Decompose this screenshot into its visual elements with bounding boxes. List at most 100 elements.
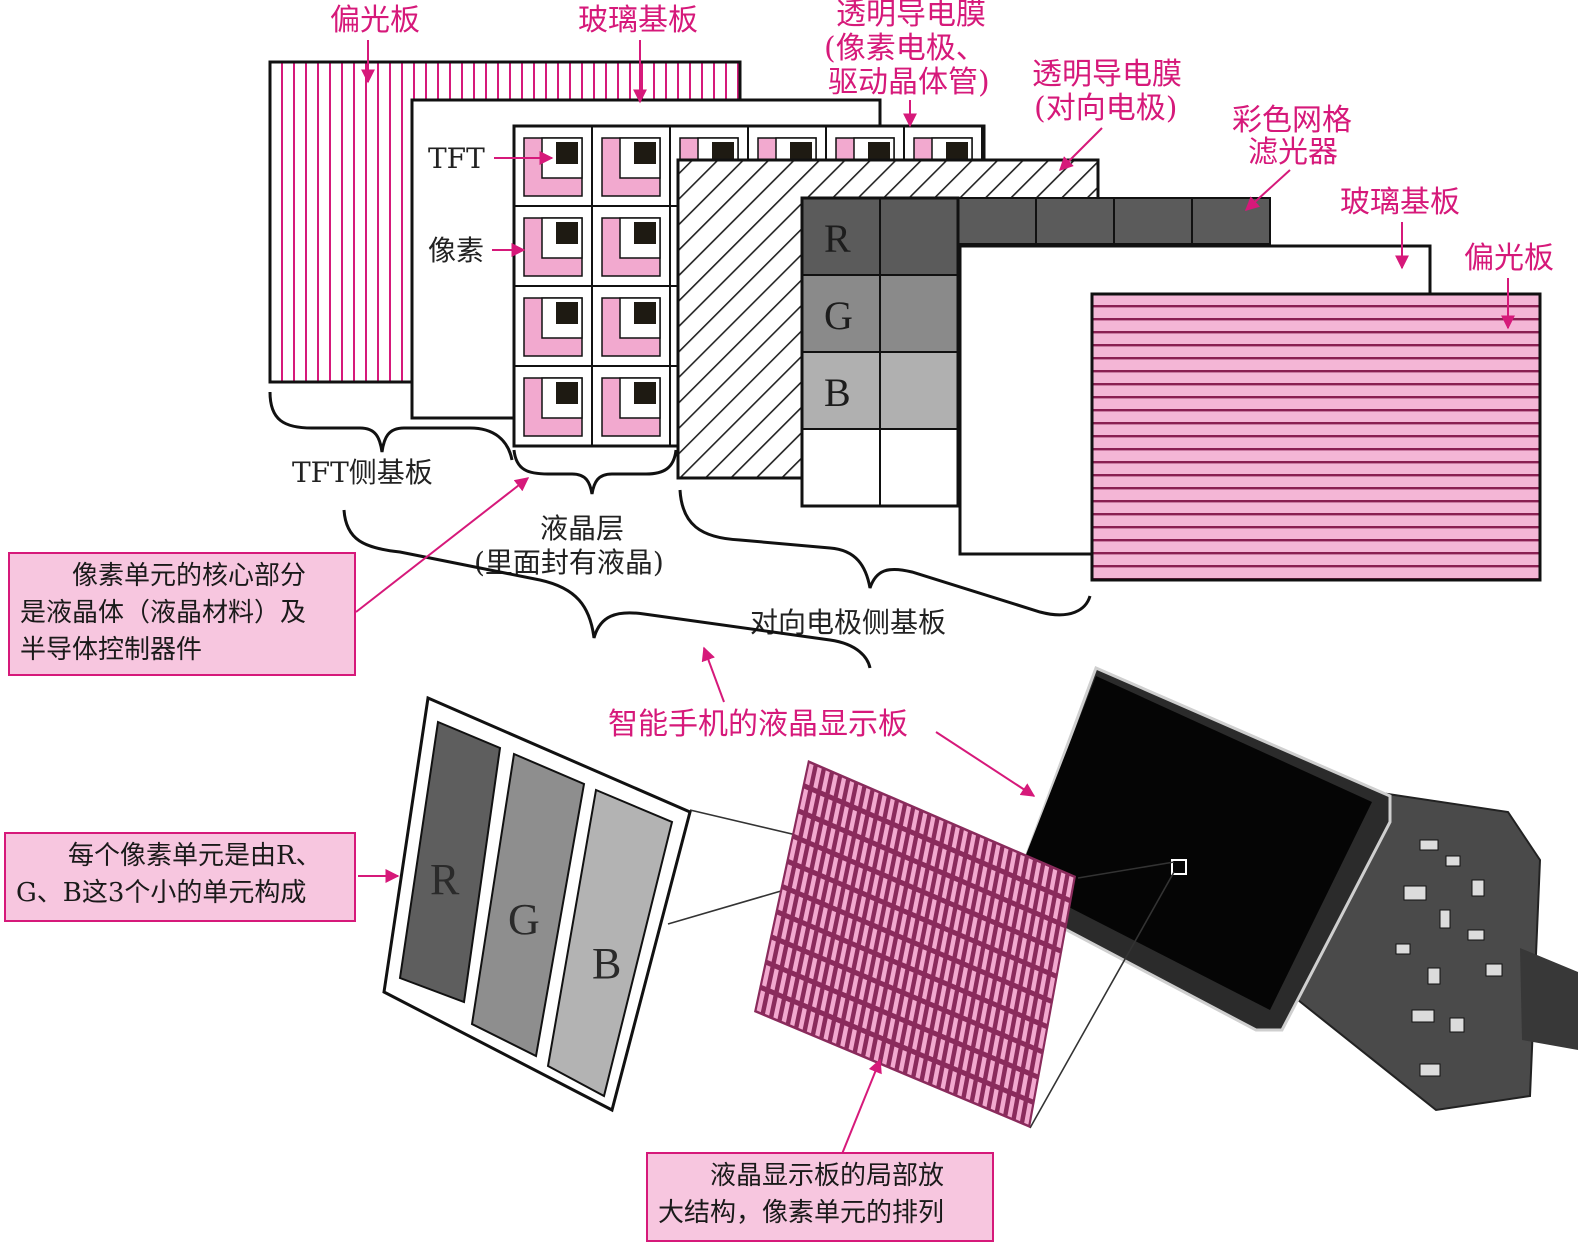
- mag-subpixel: [951, 963, 960, 986]
- mag-subpixel: [877, 931, 886, 954]
- mag-subpixel: [883, 989, 892, 1011]
- mag-subpixel: [923, 923, 932, 946]
- mag-subpixel: [849, 892, 858, 915]
- mag-subpixel: [808, 874, 817, 897]
- mag-subpixel: [1024, 1102, 1033, 1125]
- mag-subpixel: [787, 975, 796, 998]
- mag-subpixel: [990, 1088, 999, 1111]
- mag-subpixel: [845, 1000, 854, 1023]
- label-color-filter-line1: 彩色网格: [1232, 103, 1352, 138]
- mag-subpixel: [872, 956, 881, 979]
- filter-cell: [801, 428, 881, 507]
- mag-subpixel: [842, 971, 851, 994]
- mag-subpixel: [1023, 912, 1032, 935]
- mag-subpixel: [816, 795, 825, 818]
- mag-subpixel: [797, 925, 807, 948]
- mag-subpixel: [1052, 897, 1061, 920]
- mag-subpixel: [821, 853, 831, 875]
- mag-subpixel: [1029, 1023, 1038, 1046]
- mag-subpixel: [1012, 879, 1021, 902]
- filter-cell-r: [957, 197, 1037, 245]
- mag-subpixel: [839, 942, 848, 965]
- mag-subpixel: [836, 914, 845, 936]
- tft-transistor: [634, 382, 656, 404]
- mag-subpixel: [915, 920, 924, 943]
- mag-subpixel: [959, 830, 968, 853]
- mag-subpixel: [1030, 969, 1039, 992]
- mag-subpixel: [788, 838, 798, 861]
- mag-subpixel: [999, 1092, 1008, 1115]
- mag-subpixel: [870, 1010, 879, 1033]
- mag-subpixel: [827, 910, 837, 933]
- mag-subpixel: [868, 845, 877, 868]
- mag-subpixel: [812, 986, 821, 1009]
- mag-subpixel: [794, 896, 804, 919]
- lcd-screen: [1016, 676, 1372, 1010]
- tft-transistor: [634, 222, 656, 244]
- mag-subpixel: [803, 982, 813, 1005]
- filter-cell-r: [1113, 197, 1193, 245]
- mag-subpixel: [930, 844, 939, 867]
- mag-subpixel: [862, 870, 872, 893]
- pcb-component: [1471, 879, 1485, 897]
- mag-subpixel: [819, 906, 828, 929]
- mag-subpixel: [1051, 951, 1060, 974]
- filter-cell: [801, 351, 881, 430]
- mag-subpixel: [948, 1071, 957, 1093]
- mag-subpixel: [840, 1025, 849, 1048]
- mag-subpixel: [938, 984, 947, 1007]
- label-smartphone-lcd: 智能手机的液晶显示板: [608, 707, 908, 742]
- mag-subpixel: [843, 834, 852, 857]
- note-core-line1: 像素单元的核心部分: [72, 561, 307, 591]
- mag-subpixel: [893, 938, 903, 961]
- tft-transistor: [556, 222, 578, 244]
- mag-subpixel: [918, 949, 927, 972]
- label-glass-left: 玻璃基板: [578, 3, 698, 38]
- mag-subpixel: [857, 895, 867, 918]
- mag-subpixel: [1038, 1027, 1046, 1050]
- filter-cell-r: [1191, 197, 1271, 245]
- mag-subpixel: [863, 953, 873, 976]
- mag-subpixel: [968, 833, 977, 856]
- pcb-component: [1449, 1017, 1465, 1033]
- label-polarizer-left: 偏光板: [330, 3, 420, 38]
- mag-subpixel: [783, 864, 793, 887]
- mag-subpixel: [890, 909, 899, 932]
- mag-subpixel: [974, 1081, 983, 1104]
- mag-subpixel: [987, 869, 996, 892]
- label-tcf-pixel-line3: 驱动晶体管): [828, 65, 990, 100]
- mag-subpixel: [827, 827, 836, 850]
- mag-subpixel: [902, 805, 912, 828]
- mag-subpixel: [926, 952, 936, 975]
- mag-subpixel: [1057, 872, 1066, 895]
- mag-subpixel: [930, 981, 939, 1004]
- pcb-component: [1411, 1009, 1435, 1023]
- mag-subpixel: [910, 945, 919, 968]
- mag-subpixel: [813, 766, 822, 789]
- mag-subpixel: [756, 990, 766, 1013]
- mag-subpixel: [1014, 962, 1023, 985]
- mag-subpixel: [882, 1042, 891, 1065]
- label-tcf-counter-line2: (对向电极): [1034, 91, 1177, 126]
- mag-subpixel: [989, 952, 998, 974]
- mag-subpixel: [1020, 1073, 1029, 1096]
- label-tcf-pixel-line1: 透明导电膜: [836, 0, 986, 32]
- mag-subpixel: [876, 848, 885, 871]
- note-rgb-composition: 每个像素单元是由R、 G、B这3个小的单元构成: [4, 832, 356, 922]
- mag-subpixel: [958, 884, 967, 907]
- label-pixel: 像素: [428, 234, 484, 267]
- mag-subpixel: [814, 932, 823, 955]
- note-zoom-line2: 大结构，像素单元的排列: [658, 1198, 945, 1228]
- mag-subpixel: [833, 885, 842, 908]
- note-core-line2: 是液晶体（液晶材料）及: [20, 598, 307, 628]
- arrow-core-note: [355, 477, 530, 613]
- mag-subpixel: [1016, 854, 1025, 877]
- mag-subpixel: [931, 927, 940, 950]
- pcb-component: [1419, 1063, 1441, 1077]
- label-tcf-counter-line1: 透明导电膜: [1032, 57, 1182, 92]
- mag-subpixel: [970, 1052, 979, 1075]
- label-color-filter-line2: 滤光器: [1248, 135, 1338, 170]
- mag-subpixel: [994, 926, 1003, 949]
- polarizer-right-layer: [1090, 292, 1542, 582]
- mag-subpixel: [1033, 861, 1042, 884]
